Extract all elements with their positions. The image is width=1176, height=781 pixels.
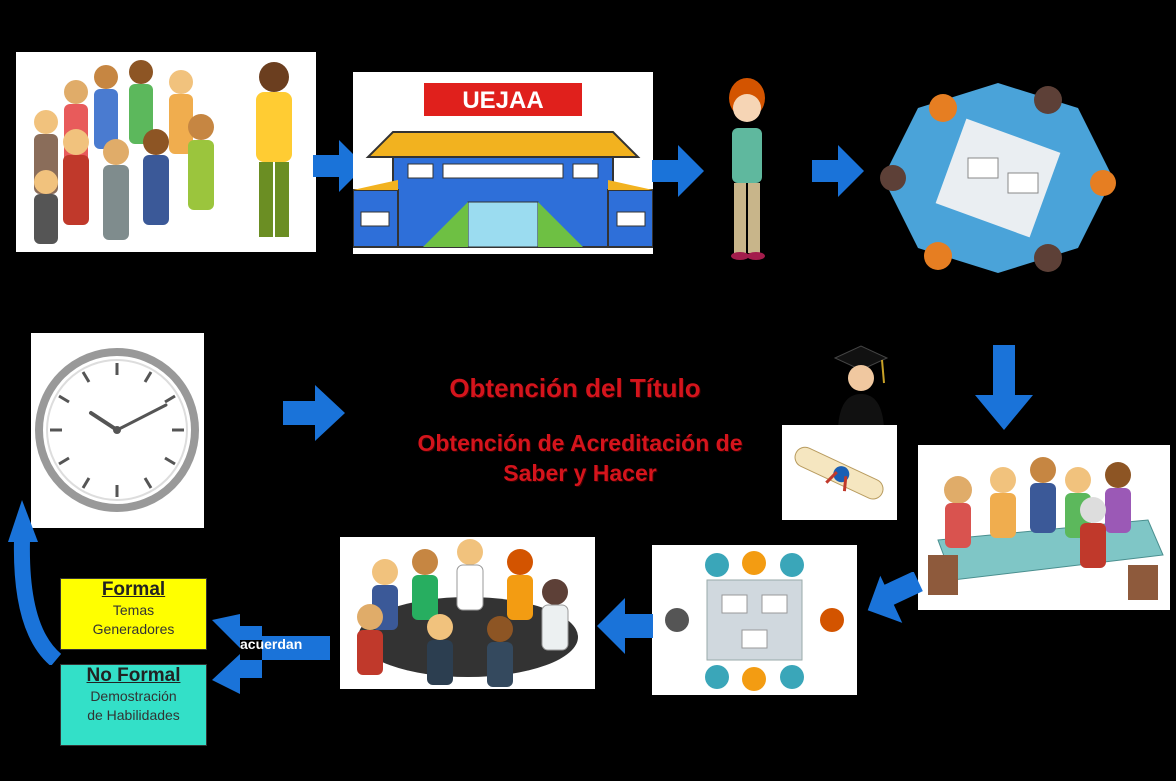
workshop-table-icon	[665, 551, 844, 691]
formal-heading: Formal	[101, 579, 166, 600]
title-obtencion: Obtención del Título	[449, 373, 701, 403]
acuerdan-label: acuerdan	[240, 636, 303, 652]
clock-icon	[35, 348, 199, 512]
teacher-woman-icon	[729, 78, 765, 260]
graduate-icon	[833, 345, 889, 428]
subtitle-line1: Obtención de Acreditación de	[417, 430, 743, 456]
people-group-panel	[16, 52, 316, 252]
flow-arrow-left	[867, 572, 923, 623]
formal-line1: Temas	[112, 602, 155, 618]
team-meeting-icon	[357, 539, 578, 687]
flow-arrow-right	[283, 385, 345, 441]
school-panel: UEJAA	[353, 72, 653, 254]
no-formal-heading: No Formal	[86, 665, 181, 686]
flow-arrow-right	[313, 140, 365, 192]
round-table-meeting-icon	[880, 83, 1116, 273]
people-group-icon	[34, 60, 292, 244]
flow-arrow-left	[597, 598, 653, 654]
return-arrow-up	[8, 500, 62, 665]
discussion-group-icon	[928, 457, 1164, 600]
no-formal-line1: Demostración	[90, 688, 177, 704]
workshop-panel	[918, 445, 1170, 610]
no-formal-line2: de Habilidades	[87, 707, 180, 723]
flow-arrow-down	[975, 345, 1033, 430]
subtitle-acreditacion: Obtención de Acreditación de Saber y Hac…	[380, 428, 780, 488]
flow-arrow-right	[652, 145, 704, 197]
school-building-icon: UEJAA	[353, 81, 653, 248]
fork-arrow	[212, 614, 330, 694]
team-table-panel	[652, 545, 857, 695]
subtitle-line2: Saber y Hacer	[503, 460, 657, 486]
diploma-scroll-icon	[782, 425, 897, 520]
formal-line2: Generadores	[92, 621, 175, 637]
no-formal-box: No Formal Demostración de Habilidades	[60, 664, 207, 746]
clock-panel	[31, 333, 204, 528]
flow-arrow-right	[812, 145, 864, 197]
school-sign: UEJAA	[462, 87, 543, 114]
formal-box: Formal Temas Generadores	[60, 578, 207, 650]
team-meeting-panel	[340, 537, 595, 689]
